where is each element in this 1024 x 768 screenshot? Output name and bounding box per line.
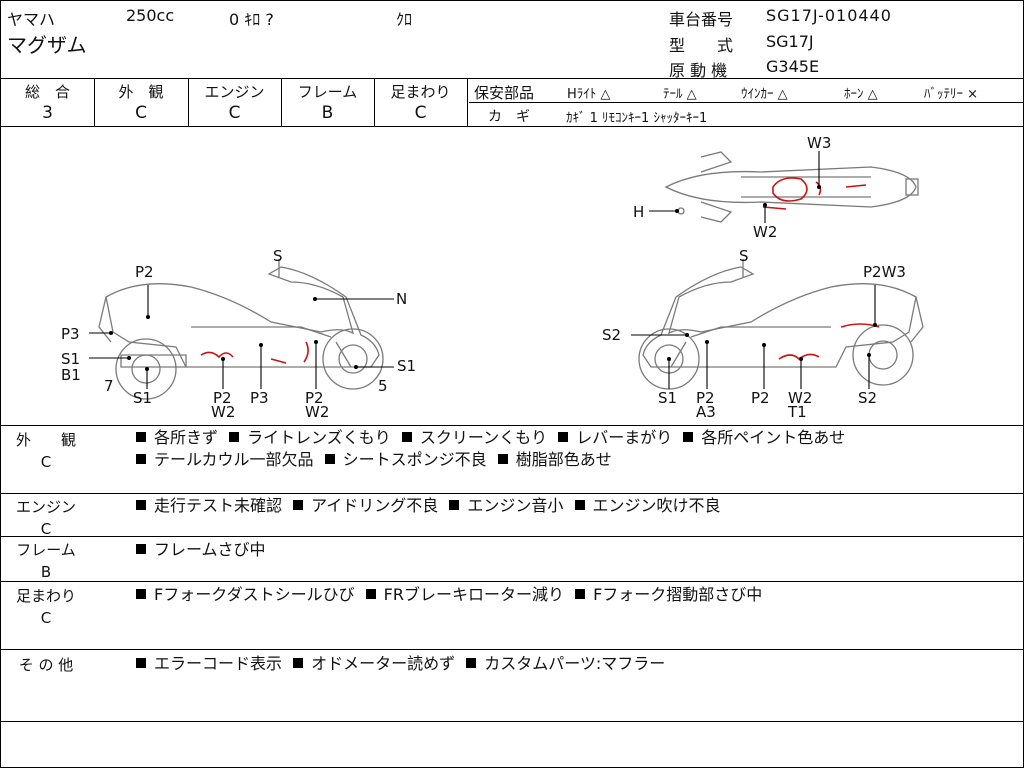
section-other-items: エラーコード表示 オドメーター読めず カスタムパーツ:マフラー: [136, 653, 1016, 675]
section-frame-label: フレーム B: [16, 541, 76, 581]
grade-engine-value: C: [228, 103, 241, 123]
right-label-front-cowl: P2: [696, 389, 715, 407]
left-label-tail: P3: [61, 325, 80, 343]
left-label-rear-tire: 7: [104, 377, 114, 395]
divider: [1, 126, 1023, 127]
divider: [1, 649, 1023, 650]
displacement: 250cc: [126, 6, 175, 25]
safety-item-tail: ﾃｰﾙ △: [663, 87, 697, 102]
mileage: 0 ｷﾛ ?: [229, 10, 274, 29]
grade-exterior-label: 外 観: [118, 83, 164, 101]
left-label-rear-wheel: S1: [133, 389, 152, 407]
right-label-front-cowl-a: A3: [696, 403, 716, 421]
grade-suspension-value: C: [414, 103, 427, 123]
section-suspension-label: 足まわり C: [15, 587, 76, 627]
type-value: SG17J: [766, 32, 814, 51]
section-other-label: そ の 他: [18, 656, 74, 674]
safety-item-headlight: Hﾗｲﾄ △: [567, 87, 611, 102]
divider: [1, 493, 1023, 494]
model-name: マグザム: [7, 33, 87, 57]
right-label-side-t: T1: [787, 403, 807, 421]
keys-value: ｶｷﾞ 1 ﾘﾓｺﾝｷｰ1 ｼｬｯﾀｰｷｰ1: [566, 111, 708, 126]
divider: [467, 78, 468, 126]
right-label-seat: P2W3: [863, 263, 906, 281]
left-label-floor: P2: [213, 389, 232, 407]
divider: [1, 536, 1023, 537]
left-label-front-wheel: S1: [397, 357, 416, 375]
left-label-side: P3: [250, 389, 269, 407]
divider: [1, 721, 1023, 722]
left-label-front-cowl: P2: [305, 389, 324, 407]
left-label-muffler-b: B1: [61, 366, 81, 384]
left-label-muffler: S1: [61, 350, 80, 368]
divider: [281, 78, 282, 126]
section-exterior-items: 各所きず ライトレンズくもり スクリーンくもり レバーまがり 各所ペイント色あせ…: [136, 427, 1016, 471]
top-label-floor: W2: [753, 223, 777, 241]
maker: ヤマハ: [7, 10, 56, 29]
color: ｸﾛ: [396, 10, 413, 29]
right-label-mirror: S: [739, 247, 749, 265]
grade-engine-label: エンジン: [204, 83, 265, 101]
top-label-headlight: H: [633, 203, 644, 221]
top-label-seat: W3: [807, 134, 831, 152]
left-label-mirror: S: [273, 247, 283, 265]
right-label-floor: P2: [751, 389, 770, 407]
right-label-front-wheel: S1: [658, 389, 677, 407]
damage-diagram: S P2 N P3 S1 B1 7 S1 P2 W2 P3 P2 W2 S1 5…: [61, 134, 924, 421]
section-exterior-label: 外 観 C: [15, 431, 76, 471]
safety-title: 保安部品: [474, 84, 535, 102]
safety-item-horn: ﾎｰﾝ △: [844, 87, 878, 102]
section-engine-label: エンジン C: [15, 498, 76, 538]
section-frame-items: フレームさび中: [136, 539, 1016, 561]
leader-dots: [109, 185, 877, 371]
divider: [1, 78, 1023, 79]
grade-overall-value: 3: [42, 103, 53, 123]
safety-item-battery: ﾊﾞｯﾃﾘｰ ×: [924, 87, 979, 102]
diagram-labels: S P2 N P3 S1 B1 7 S1 P2 W2 P3 P2 W2 S1 5…: [61, 134, 906, 421]
right-label-front: S2: [602, 326, 621, 344]
divider: [94, 78, 95, 126]
section-suspension-items: Fフォークダストシールひび FRブレーキローター減り Fフォーク摺動部さび中: [136, 584, 1016, 606]
frame-no-label: 車台番号: [669, 10, 734, 29]
divider: [469, 102, 1023, 103]
engine-value: G345E: [766, 57, 820, 76]
frame-no: SG17J-010440: [766, 6, 892, 25]
divider: [374, 78, 375, 126]
right-label-side: W2: [788, 389, 812, 407]
engine-label: 原 動 機: [669, 61, 728, 80]
right-label-rear-wheel: S2: [858, 389, 877, 407]
damage-marks: [200, 177, 880, 364]
grade-suspension-label: 足まわり: [390, 83, 451, 101]
grade-overall-label: 総 合: [24, 83, 70, 101]
safety-item-winker: ｳｲﾝｶｰ △: [741, 87, 788, 102]
left-label-front: N: [396, 290, 407, 308]
section-engine-items: 走行テスト未確認 アイドリング不良 エンジン音小 エンジン吹け不良: [136, 495, 1016, 517]
grade-frame-value: B: [321, 103, 334, 123]
leader-lines: [89, 151, 876, 389]
grade-exterior-value: C: [135, 103, 147, 123]
divider: [188, 78, 189, 126]
keys-label: カ ギ: [488, 109, 530, 125]
type-label: 型 式: [669, 36, 734, 55]
left-label-seat: P2: [135, 263, 154, 281]
divider: [1, 581, 1023, 582]
left-label-front-cowl-w: W2: [305, 403, 329, 421]
top-scooter-outline: [664, 151, 919, 223]
left-label-floor-w: W2: [211, 403, 235, 421]
divider: [1, 425, 1023, 426]
grade-frame-label: フレーム: [297, 83, 358, 101]
left-scooter-outline: [98, 259, 384, 400]
left-label-front-tire: 5: [378, 377, 388, 395]
